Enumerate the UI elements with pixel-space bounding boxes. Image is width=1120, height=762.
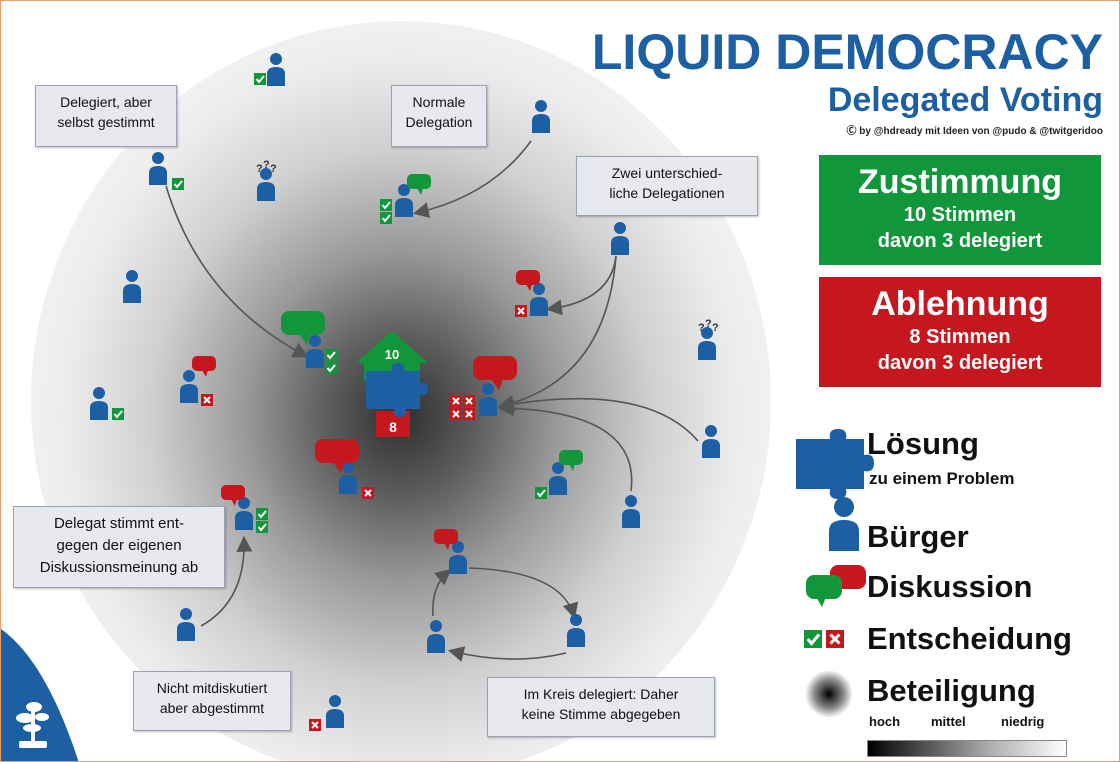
speech-bubble-icon [806, 565, 866, 607]
citizen-icon [702, 425, 720, 458]
annotation-two-delegations: Zwei unterschied-liche Delegationen [576, 156, 758, 216]
arrow-circle-1 [468, 567, 579, 620]
citizen-icon [177, 608, 195, 641]
citizen-icon [149, 152, 167, 185]
citizen-icon [479, 383, 497, 416]
citizen-icon [622, 495, 640, 528]
corner-logo [1, 629, 79, 761]
page-title: LIQUID DEMOCRACY [591, 24, 1103, 80]
check-icon [802, 628, 824, 650]
svg-text:?: ? [270, 163, 277, 175]
page-subtitle: Delegated Voting [827, 81, 1103, 119]
citizen-icon [829, 497, 859, 551]
approval-panel: Zustimmung 10 Stimmen davon 3 delegiert [819, 155, 1101, 265]
arrow-delegate-against [200, 535, 253, 627]
citizen-icon [326, 695, 344, 728]
rejection-heading: Ablehnung [871, 285, 1049, 323]
scale-low: niedrig [1001, 714, 1045, 729]
citizen-icon [530, 283, 548, 316]
legend-participation: Beteiligung [867, 673, 1036, 708]
citizen-icon [180, 370, 198, 403]
yes-arrow-icon [356, 331, 428, 381]
legend-solution: Lösung [867, 426, 979, 461]
arrow-circle-3 [432, 568, 452, 617]
arrow-delegated-self [165, 185, 309, 358]
arrow-normal [412, 140, 532, 218]
approval-heading: Zustimmung [858, 163, 1062, 201]
participation-scale-bar [867, 740, 1067, 757]
svg-text:?: ? [263, 159, 270, 171]
rejection-delegated: davon 3 delegiert [877, 352, 1043, 374]
svg-text:?: ? [705, 318, 712, 330]
citizen-icon [532, 100, 550, 133]
puzzle-icon [796, 429, 874, 499]
bonsai-logo [16, 702, 49, 748]
scale-mid: mittel [931, 714, 966, 729]
speech-bubble-icon [473, 356, 517, 390]
citizen-icon [395, 184, 413, 217]
citizen-icon [611, 222, 629, 255]
participation-icon [805, 670, 853, 718]
credit-line: Ⓒ by @hdready mit Ideen von @pudo & @twi… [846, 126, 1103, 137]
arrow-two-delegations-a [545, 255, 617, 316]
citizen-icon [267, 53, 285, 86]
no-count: 8 [389, 419, 397, 435]
citizen-icon [567, 614, 585, 647]
arrow-circle-2 [447, 646, 567, 662]
arrow-two-delegations-b [497, 255, 617, 411]
rejection-panel: Ablehnung 8 Stimmen davon 3 delegiert [819, 277, 1101, 387]
central-solution: 10 8 [356, 331, 428, 437]
legend-decision: Entscheidung [867, 621, 1072, 656]
approval-delegated: davon 3 delegiert [877, 230, 1043, 252]
legend-solution-sub: zu einem Problem [869, 469, 1015, 488]
citizen-icon [549, 462, 567, 495]
legend-citizen: Bürger [867, 519, 969, 554]
arrow-right-2 [497, 400, 633, 492]
citizen-icon [427, 620, 445, 653]
svg-text:?: ? [712, 322, 719, 334]
puzzle-icon [366, 363, 428, 417]
speech-bubble-icon [192, 356, 216, 377]
rejection-votes: 8 Stimmen [909, 326, 1011, 348]
citizen-icon [235, 497, 253, 530]
question-icon: ??? ??? [256, 159, 719, 334]
citizen-icon [123, 270, 141, 303]
citizen-icon [449, 541, 467, 574]
cross-icon [824, 628, 846, 650]
speech-bubble-icon [407, 174, 431, 195]
svg-text:?: ? [698, 322, 705, 334]
citizen-icon [90, 387, 108, 420]
approval-votes: 10 Stimmen [903, 204, 1017, 226]
arrow-right-1 [497, 395, 699, 442]
legend-discussion: Diskussion [867, 569, 1033, 604]
scale-high: hoch [869, 714, 901, 729]
svg-text:?: ? [256, 163, 263, 175]
yes-count: 10 [385, 347, 399, 362]
